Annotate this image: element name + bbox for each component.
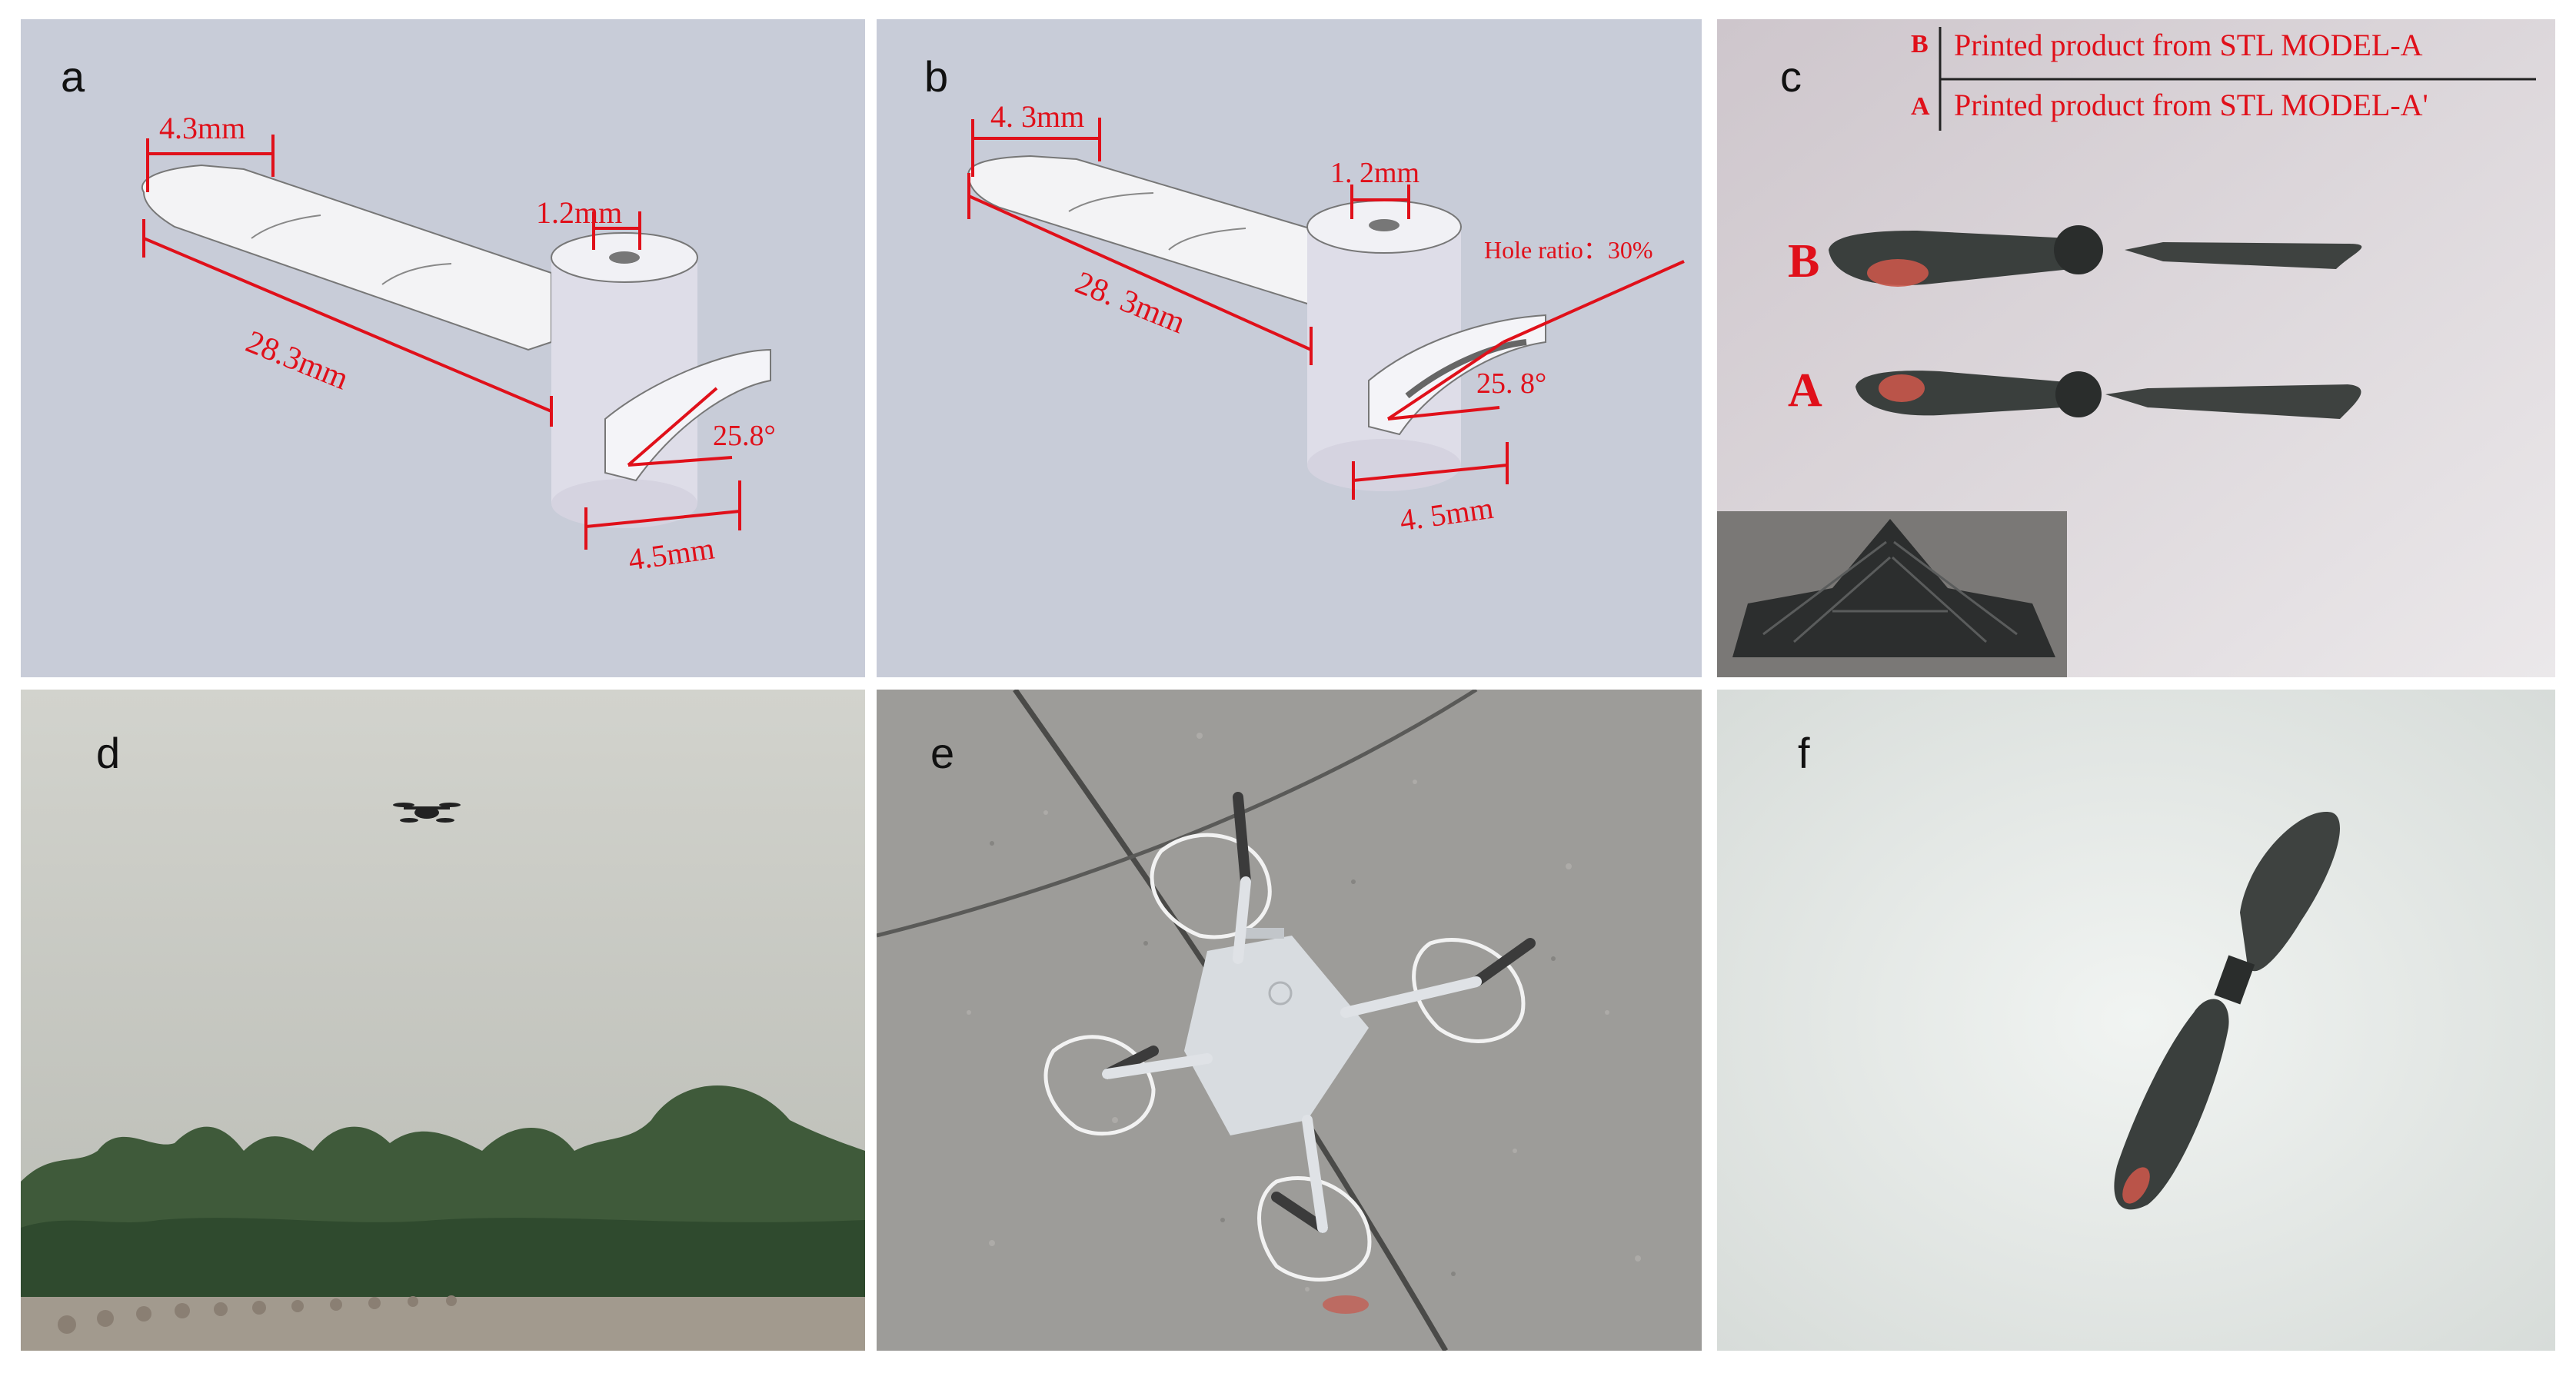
printed-propellers-photo — [1717, 19, 2555, 677]
panel-label-a: a — [61, 52, 85, 101]
panel-label-d: d — [96, 729, 121, 777]
cad-model-a-drawing — [141, 135, 771, 550]
dimension-angle: 25.8° — [713, 420, 776, 452]
panel-label-b: b — [924, 52, 949, 101]
legend-key-a: A — [1911, 92, 1930, 121]
propeller-label-a: A — [1788, 364, 1822, 417]
dimension-hole-ratio: Hole ratio：30% — [1484, 236, 1653, 264]
panel-e: e — [877, 690, 1702, 1351]
legend-text-a: Printed product from STL MODEL-A' — [1954, 88, 2428, 122]
propeller-label-b: B — [1788, 235, 1820, 288]
legend-key-b: B — [1911, 30, 1929, 58]
propeller-close-up-photo — [1717, 690, 2555, 1351]
drone-flight-photo — [21, 690, 865, 1351]
dimension-hole: 1. 2mm — [1330, 157, 1420, 189]
dimension-width-top: 4. 3mm — [990, 99, 1085, 134]
drone-landed-photo — [877, 690, 1702, 1351]
dimension-angle: 25. 8° — [1476, 367, 1547, 400]
panel-f: f — [1717, 690, 2555, 1351]
cad-model-b-drawing — [967, 118, 1685, 500]
panel-label-c: c — [1780, 52, 1802, 101]
panel-a: a 4.3mm 1.2mm 28.3mm 25.8° 4.5mm — [21, 19, 865, 677]
panel-d: d — [21, 690, 865, 1351]
dimension-hole: 1.2mm — [536, 195, 623, 230]
panel-c: c B Printed product from STL MODEL-A A P… — [1717, 19, 2555, 677]
panel-label-e: e — [930, 729, 955, 777]
panel-label-f: f — [1798, 729, 1810, 777]
legend-text-b: Printed product from STL MODEL-A — [1954, 28, 2423, 62]
dimension-width-top: 4.3mm — [159, 111, 246, 145]
panel-b: b 4. 3mm 1. 2mm Hole ratio：30% 28. 3mm 2… — [877, 19, 1702, 677]
